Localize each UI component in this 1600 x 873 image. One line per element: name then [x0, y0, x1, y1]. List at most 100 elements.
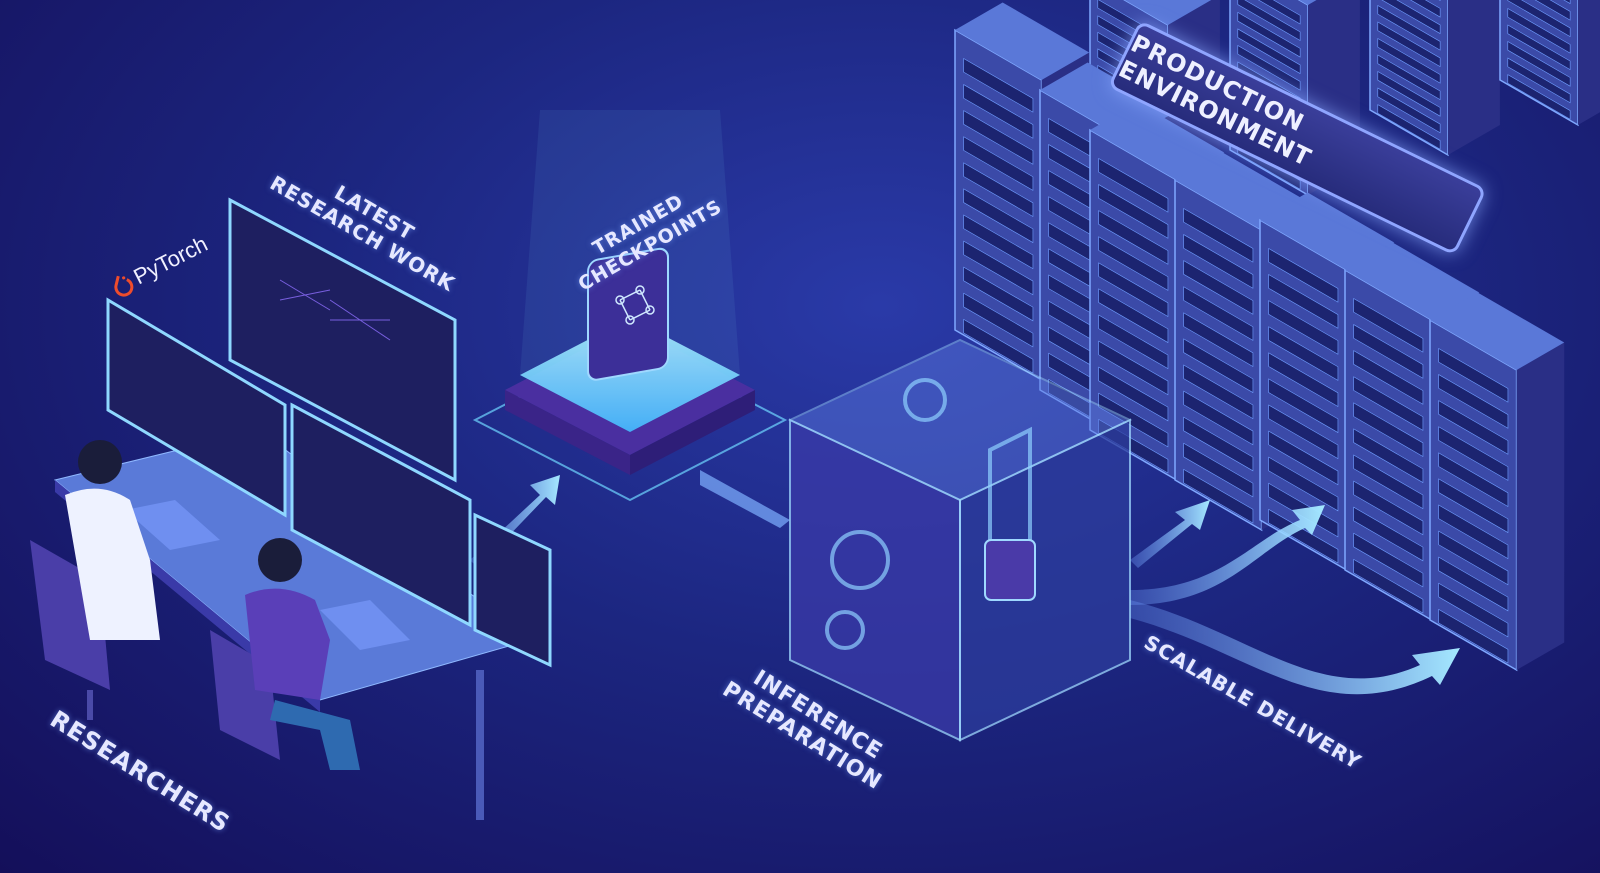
rack-slot: [1098, 157, 1169, 213]
cube-chip-icon: [984, 539, 1036, 601]
arrow-delivery-3: [1130, 600, 1460, 695]
rack-slot: [1507, 0, 1571, 38]
server-racks: [954, 0, 1600, 672]
rack-slot: [1268, 456, 1339, 512]
rack-slot: [1353, 297, 1424, 353]
rack-slot: [1183, 312, 1254, 367]
rack-slot: [1183, 390, 1254, 446]
monitor-latest-research: [228, 197, 457, 483]
rack-slot: [1268, 378, 1339, 434]
rack-slot: [1268, 352, 1339, 407]
rack-slot: [963, 84, 1034, 139]
keyboard: [320, 600, 410, 650]
rack-slot: [1507, 24, 1571, 71]
inference-cube: [787, 338, 1133, 742]
rack-slot: [1377, 37, 1441, 84]
rack-slot: [1377, 71, 1441, 117]
arrow-to-inference: [700, 470, 790, 528]
rack-slot: [1507, 57, 1571, 104]
rack-slot: [1098, 262, 1169, 317]
server-rack: [1499, 0, 1600, 127]
rack-top: [1175, 152, 1310, 230]
rack-slot: [1438, 530, 1509, 586]
rack-slot: [1438, 504, 1509, 560]
rack-slot: [1183, 260, 1254, 315]
rack-top: [1124, 0, 1212, 25]
rack-slot: [1438, 0, 1441, 2]
rack-slot: [1353, 454, 1424, 510]
rack-slot: [1438, 347, 1509, 403]
rack-slot: [1098, 184, 1169, 239]
rack-slot: [963, 57, 1034, 113]
rack-slot: [1257, 0, 1301, 25]
rack-slot: [963, 266, 1034, 322]
rack-top: [1260, 192, 1395, 270]
rack-top: [955, 2, 1090, 80]
checkpoint-platform: [472, 110, 788, 502]
rack-slot: [1268, 300, 1339, 355]
rack-slot: [1268, 274, 1339, 329]
rack-slot: [1534, 0, 1571, 21]
rack-slot: [963, 162, 1034, 217]
rack-slot: [1237, 44, 1301, 91]
rack-slot: [1098, 288, 1169, 344]
researcher-white-coat: [30, 440, 160, 720]
rack-slot: [1507, 41, 1571, 87]
rack-slot: [1438, 556, 1509, 612]
rack-slot: [1098, 314, 1169, 370]
rack-slot: [1507, 7, 1571, 54]
rack-slot: [1268, 326, 1339, 381]
rack-slot: [1237, 0, 1301, 42]
rack-side: [1447, 0, 1500, 155]
rack-slot: [1377, 4, 1441, 51]
rack-slot: [1237, 11, 1301, 58]
rack-slot: [1268, 430, 1339, 486]
rack-slot: [1268, 508, 1339, 564]
rack-top: [1345, 242, 1480, 320]
rack-slot: [1183, 234, 1254, 289]
rack-slot: [1438, 608, 1509, 664]
pytorch-flame-icon: [114, 275, 134, 297]
rack-slot: [1098, 340, 1169, 396]
rack-top: [1299, 0, 1317, 5]
rack-slot: [1268, 404, 1339, 460]
rack-slot: [1377, 87, 1441, 134]
rack-slot: [1098, 236, 1169, 291]
rack-slot: [1183, 468, 1254, 524]
rack-slot: [1438, 374, 1509, 429]
rack-slot: [1381, 0, 1441, 35]
rack-slot: [1183, 286, 1254, 341]
arrow-delivery-1: [1130, 500, 1210, 568]
rack-slot: [1098, 392, 1169, 448]
keyboard: [125, 500, 220, 550]
rack-slot: [1377, 21, 1441, 68]
rack-top: [1090, 102, 1225, 180]
monitor-network-center: [290, 402, 472, 628]
rack-slot: [963, 136, 1034, 191]
researcher-hoodie: [210, 538, 360, 770]
rack-slot: [1438, 426, 1509, 481]
rack-side: [1516, 342, 1565, 670]
monitor-code-left: [106, 297, 287, 518]
rack-slot: [963, 240, 1034, 296]
rack-slot: [1438, 478, 1509, 534]
checkpoint-neural-net-icon: [587, 247, 669, 381]
rack-slot: [1438, 582, 1509, 638]
rack-slot: [1183, 364, 1254, 420]
rack-slot: [1353, 376, 1424, 431]
rack-slot: [963, 318, 1034, 374]
rack-slot: [963, 110, 1034, 165]
rack-slot: [1353, 480, 1424, 536]
rack-slot: [1438, 400, 1509, 455]
rack-slot: [1183, 338, 1254, 394]
rack-slot: [1183, 416, 1254, 472]
rack-slot: [963, 188, 1034, 244]
rack-slot: [1268, 247, 1339, 303]
rack-slot: [1353, 532, 1424, 588]
server-rack: [1429, 292, 1565, 672]
rack-slot: [1353, 506, 1424, 562]
arrow-delivery-2: [1130, 505, 1325, 605]
rack-slot: [1237, 28, 1301, 75]
rack-slot: [1098, 366, 1169, 422]
rack-slot: [1098, 210, 1169, 265]
